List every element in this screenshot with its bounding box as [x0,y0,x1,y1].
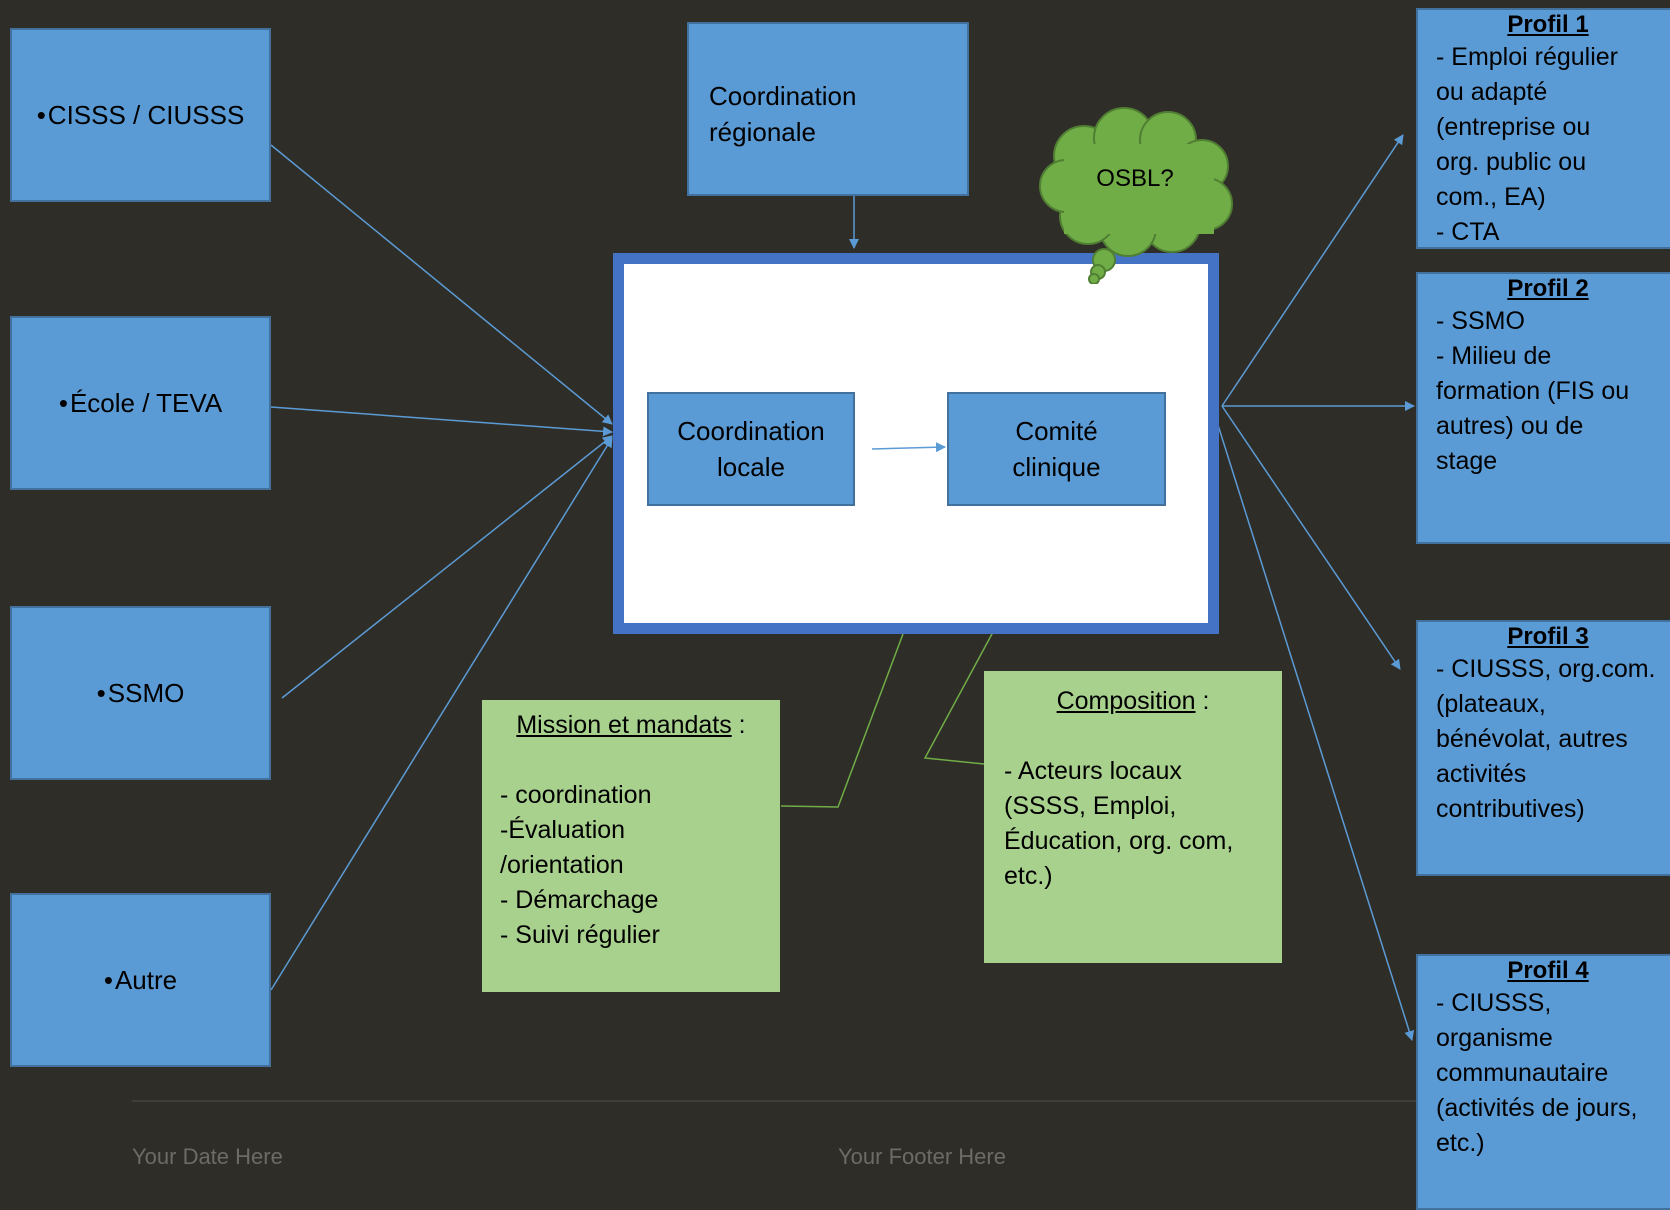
arrow-autre-to-center [270,437,613,991]
profile-line: stage [1436,447,1498,475]
profile-line: - CIUSSS, [1436,989,1552,1017]
source-label-ssmo: SSMO [107,677,185,708]
profile-title: Profil 3 [1507,623,1589,650]
profile-line: org. public ou [1436,148,1587,176]
osbl-cloud-icon [1039,107,1233,284]
coordination-regionale-line2: régionale [709,117,816,147]
arrow-cisss-to-center [270,144,613,425]
profile-line: - CTA [1436,218,1500,246]
source-label-cisss: CISSS / CIUSSS [47,99,245,130]
arrow-ssmo-to-center [281,435,613,699]
composition-box: Composition : - Acteurs locaux (SSSS, Em… [984,671,1282,963]
composition-heading: Composition : [1004,684,1262,719]
coordination-regionale-box: Coordination régionale [687,22,969,196]
profile-line: activités [1436,760,1527,788]
composition-line: - Acteurs locaux [1004,757,1182,785]
profile-line: com., EA) [1436,183,1546,211]
mission-box: Mission et mandats : - coordination -Éva… [482,700,780,992]
mission-heading-text: Mission et mandats [516,711,732,739]
composition-heading-text: Composition [1056,687,1196,715]
arrow-to-profil-3 [1221,405,1401,670]
profile-title: Profil 1 [1507,11,1589,38]
coordination-regionale-line1: Coordination [709,81,857,111]
arrow-ecole-to-center [270,406,613,437]
mission-line: /orientation [500,851,624,879]
profile-line: - CIUSSS, org.com. [1436,655,1656,683]
coordination-locale-box: Coordination locale [647,392,855,506]
profile-title: Profil 2 [1507,275,1589,302]
profile-box-3: Profil 3 - CIUSSS, org.com. (plateaux, b… [1416,620,1670,876]
mission-line: - coordination [500,781,652,809]
profile-line: etc.) [1436,1129,1485,1157]
composition-heading-colon: : [1195,687,1210,715]
profile-line: bénévolat, autres [1436,725,1628,753]
source-box-autre: •Autre [10,893,271,1067]
profile-box-2: Profil 2 - SSMO - Milieu de formation (F… [1416,272,1670,544]
profile-box-1: Profil 1 - Emploi régulier ou adapté (en… [1416,8,1670,249]
bullet: • [96,677,106,708]
bullet: • [36,99,46,130]
composition-line: (SSSS, Emploi, [1004,792,1177,820]
mission-line: - Suivi régulier [500,921,660,949]
mission-heading-colon: : [731,711,746,739]
bullet: • [58,387,68,418]
source-box-ssmo: •SSMO [10,606,271,780]
coordination-locale-line2: locale [717,452,785,482]
source-label-ecole: École / TEVA [69,387,223,418]
profile-line: ou adapté [1436,78,1548,106]
comite-clinique-line2: clinique [1012,452,1101,482]
composition-line: etc.) [1004,862,1053,890]
profile-line: formation (FIS ou [1436,377,1630,405]
profile-line: - SSMO [1436,307,1525,335]
profile-box-4: Profil 4 - CIUSSS, organisme communautai… [1416,954,1670,1210]
callout-line-mission [780,633,904,808]
comite-clinique-box: Comité clinique [947,392,1166,506]
footer-text: Your Footer Here [838,1144,1006,1169]
profile-line: organisme [1436,1024,1553,1052]
profile-line: contributives) [1436,795,1585,823]
profile-line: autres) ou de [1436,412,1584,440]
coordination-locale-line1: Coordination [677,416,825,446]
profile-line: (entreprise ou [1436,113,1591,141]
bullet: • [103,964,113,995]
composition-line: Éducation, org. com, [1004,827,1234,855]
profile-line: communautaire [1436,1059,1609,1087]
arrow-to-profil-1 [1221,134,1404,407]
profile-line: (plateaux, [1436,690,1546,718]
profile-line: - Milieu de [1436,342,1552,370]
mission-line: -Évaluation [500,816,626,844]
osbl-label: OSBL? [1096,165,1174,192]
profile-line: (activités de jours, [1436,1094,1638,1122]
mission-line: - Démarchage [500,886,659,914]
source-label-autre: Autre [114,964,178,995]
source-box-ecole: •École / TEVA [10,316,271,490]
arrow-to-profil-4 [1211,405,1415,1041]
comite-clinique-line1: Comité [1015,416,1098,446]
source-box-cisss: •CISSS / CIUSSS [10,28,271,202]
profile-title: Profil 4 [1507,957,1589,984]
profile-line: - Emploi régulier [1436,43,1619,71]
footer-date: Your Date Here [132,1144,283,1169]
mission-heading: Mission et mandats : [500,708,762,743]
